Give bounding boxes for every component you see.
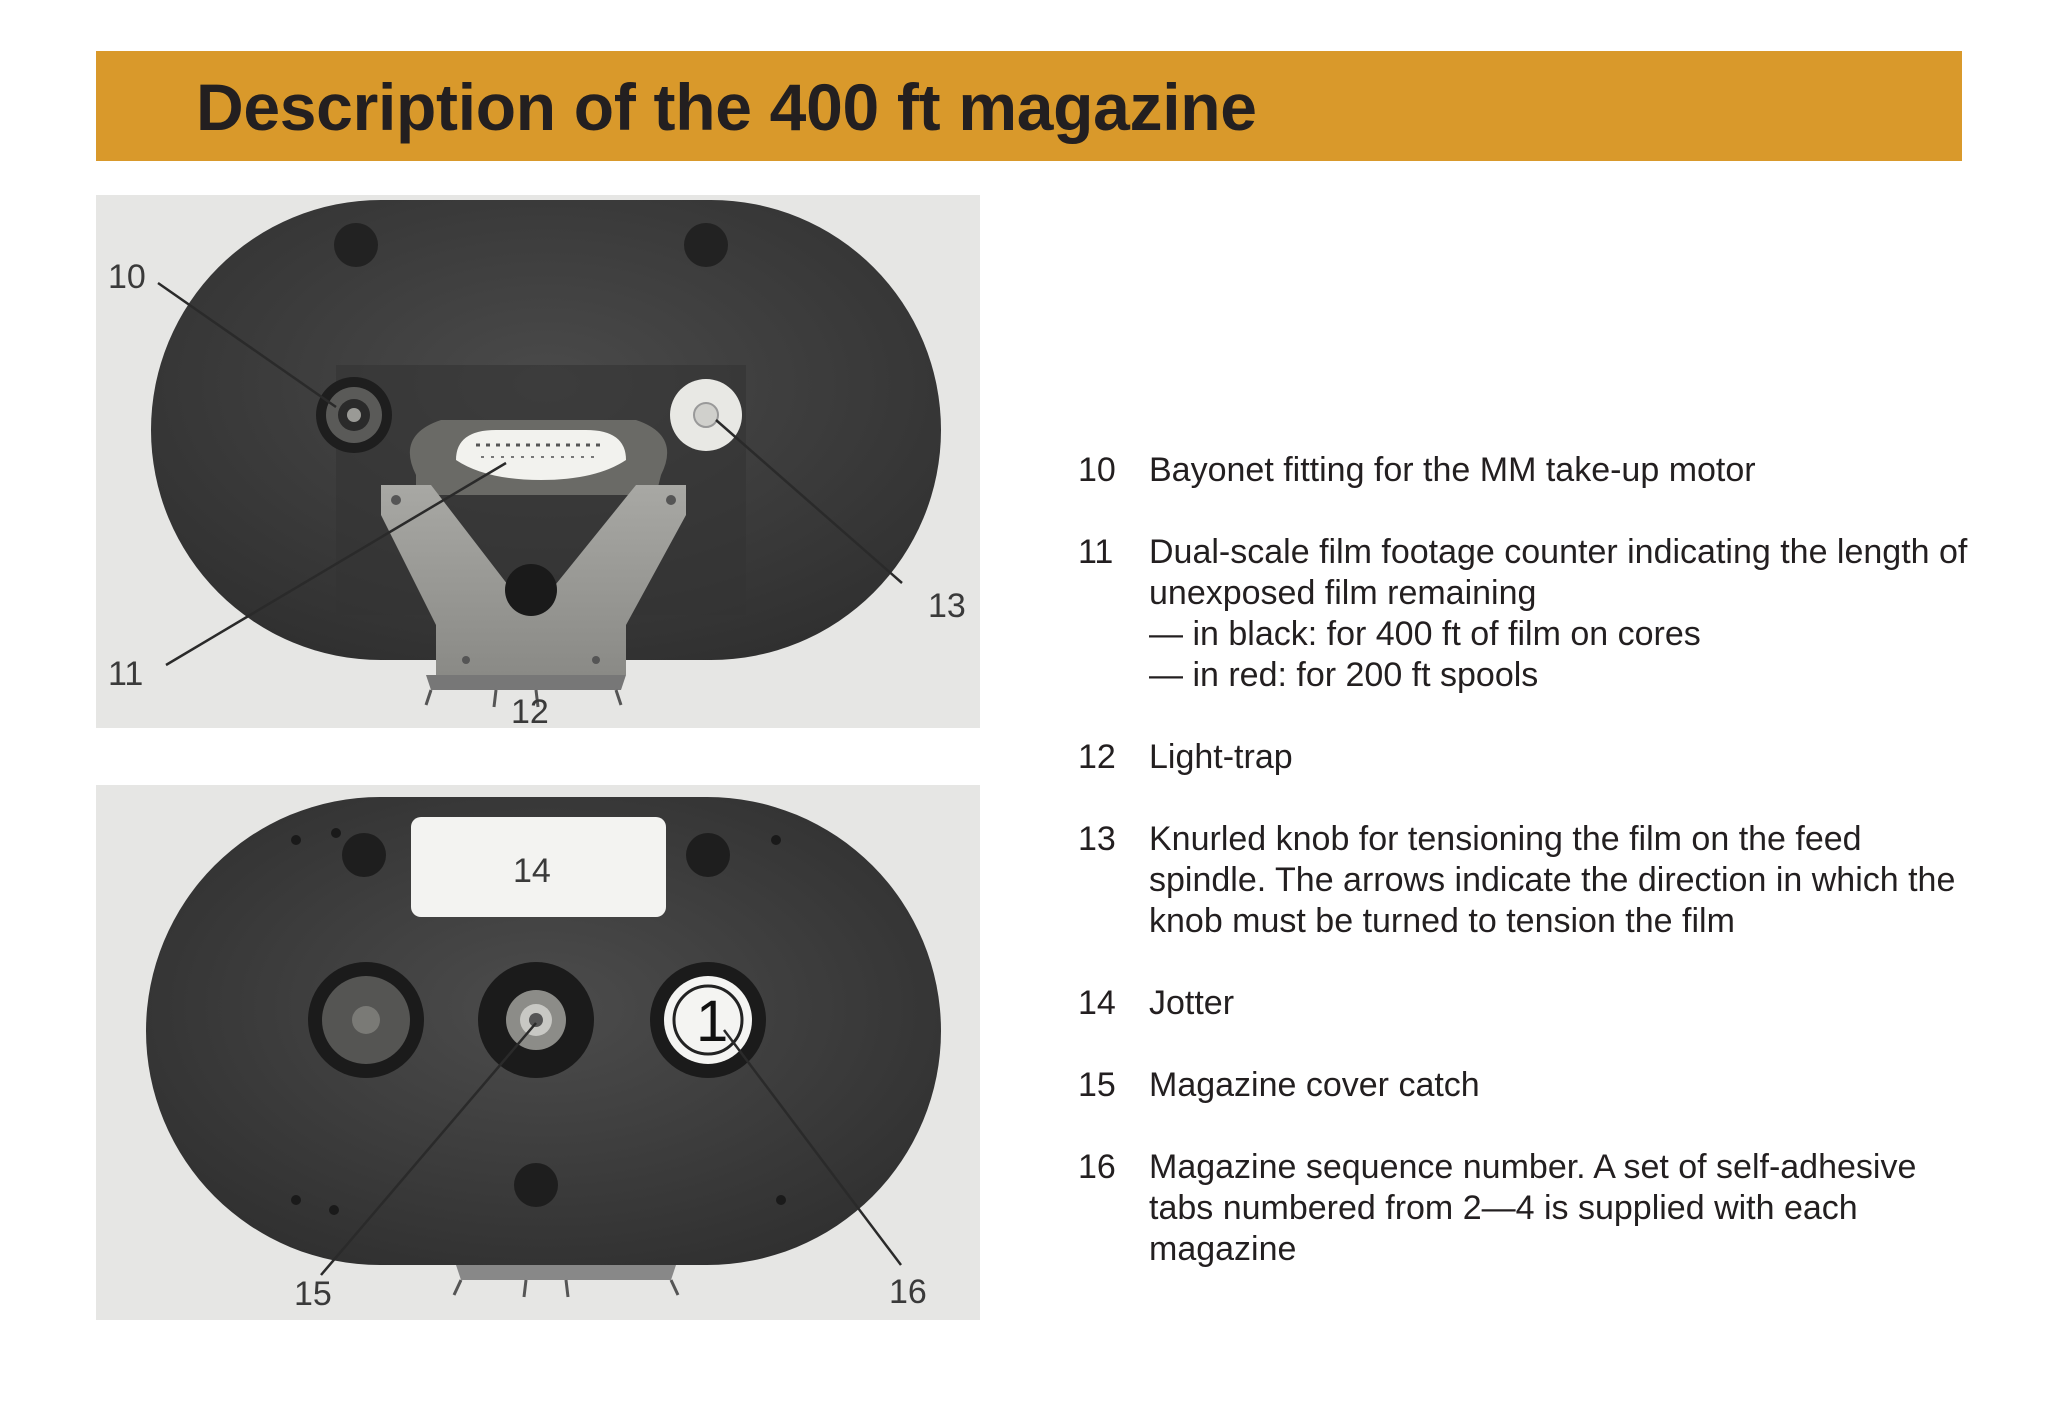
legend-item-12: 12 Light-trap: [1078, 737, 1978, 778]
callout-15: 15: [294, 1275, 332, 1313]
legend-number: 10: [1078, 451, 1116, 489]
bayonet-fitting-icon: [316, 377, 392, 453]
legend-number: 15: [1078, 1066, 1116, 1104]
legend-text: magazine: [1149, 1230, 1297, 1268]
legend-text: Magazine sequence number. A set of self-…: [1149, 1148, 1917, 1186]
legend-text: knob must be turned to tension the film: [1149, 902, 1735, 940]
legend-text: tabs numbered from 2—4 is supplied with …: [1149, 1189, 1858, 1227]
legend-item-15: 15 Magazine cover catch: [1078, 1065, 1978, 1106]
top-knob-left: [334, 223, 378, 267]
legend-item-14: 14 Jotter: [1078, 983, 1978, 1024]
left-hub-icon: [308, 962, 424, 1078]
legend-text: spindle. The arrows indicate the directi…: [1149, 861, 1956, 899]
footage-counter-icon: [409, 420, 668, 495]
legend-text: — in red: for 200 ft spools: [1149, 656, 1539, 694]
callout-13: 13: [928, 587, 966, 625]
magazine-bottom-photo: 14 1: [96, 785, 980, 1320]
tension-knob-icon: [670, 379, 742, 451]
legend-text: Knurled knob for tensioning the film on …: [1149, 820, 1862, 858]
legend-text: Jotter: [1149, 984, 1235, 1022]
legend-text: — in black: for 400 ft of film on cores: [1149, 615, 1701, 653]
legend-number: 12: [1078, 738, 1116, 776]
callout-12: 12: [511, 693, 549, 728]
legend-text: Magazine cover catch: [1149, 1066, 1480, 1104]
sequence-number: 1: [696, 989, 728, 1054]
legend-item-11: 11 Dual-scale film footage counter indic…: [1078, 532, 1978, 696]
legend-number: 11: [1078, 533, 1114, 571]
jotter-label: 14: [513, 852, 551, 890]
cover-catch-icon: [478, 962, 594, 1078]
page-title: Description of the 400 ft magazine: [196, 70, 1257, 144]
magazine-top-photo: 10 11 12 13: [96, 195, 980, 728]
legend-text: Dual-scale film footage counter indicati…: [1149, 533, 1968, 571]
jotter-icon: 14: [411, 817, 666, 917]
legend-item-16: 16 Magazine sequence number. A set of se…: [1078, 1147, 1978, 1270]
light-trap-plate-icon: [381, 485, 686, 675]
legend-text: unexposed film remaining: [1149, 574, 1537, 612]
legend-text: Bayonet fitting for the MM take-up motor: [1149, 451, 1756, 489]
callout-16: 16: [889, 1273, 927, 1311]
legend-text: Light-trap: [1149, 738, 1293, 776]
legend-item-10: 10 Bayonet fitting for the MM take-up mo…: [1078, 450, 1978, 491]
top-knob-right: [684, 223, 728, 267]
legend-item-13: 13 Knurled knob for tensioning the film …: [1078, 819, 1978, 942]
callout-11: 11: [108, 655, 143, 693]
legend-list: 10 Bayonet fitting for the MM take-up mo…: [1078, 450, 1978, 1311]
legend-number: 14: [1078, 984, 1116, 1022]
legend-number: 16: [1078, 1148, 1116, 1186]
legend-number: 13: [1078, 820, 1116, 858]
title-bar: Description of the 400 ft magazine: [96, 51, 1962, 161]
callout-10: 10: [108, 258, 146, 296]
